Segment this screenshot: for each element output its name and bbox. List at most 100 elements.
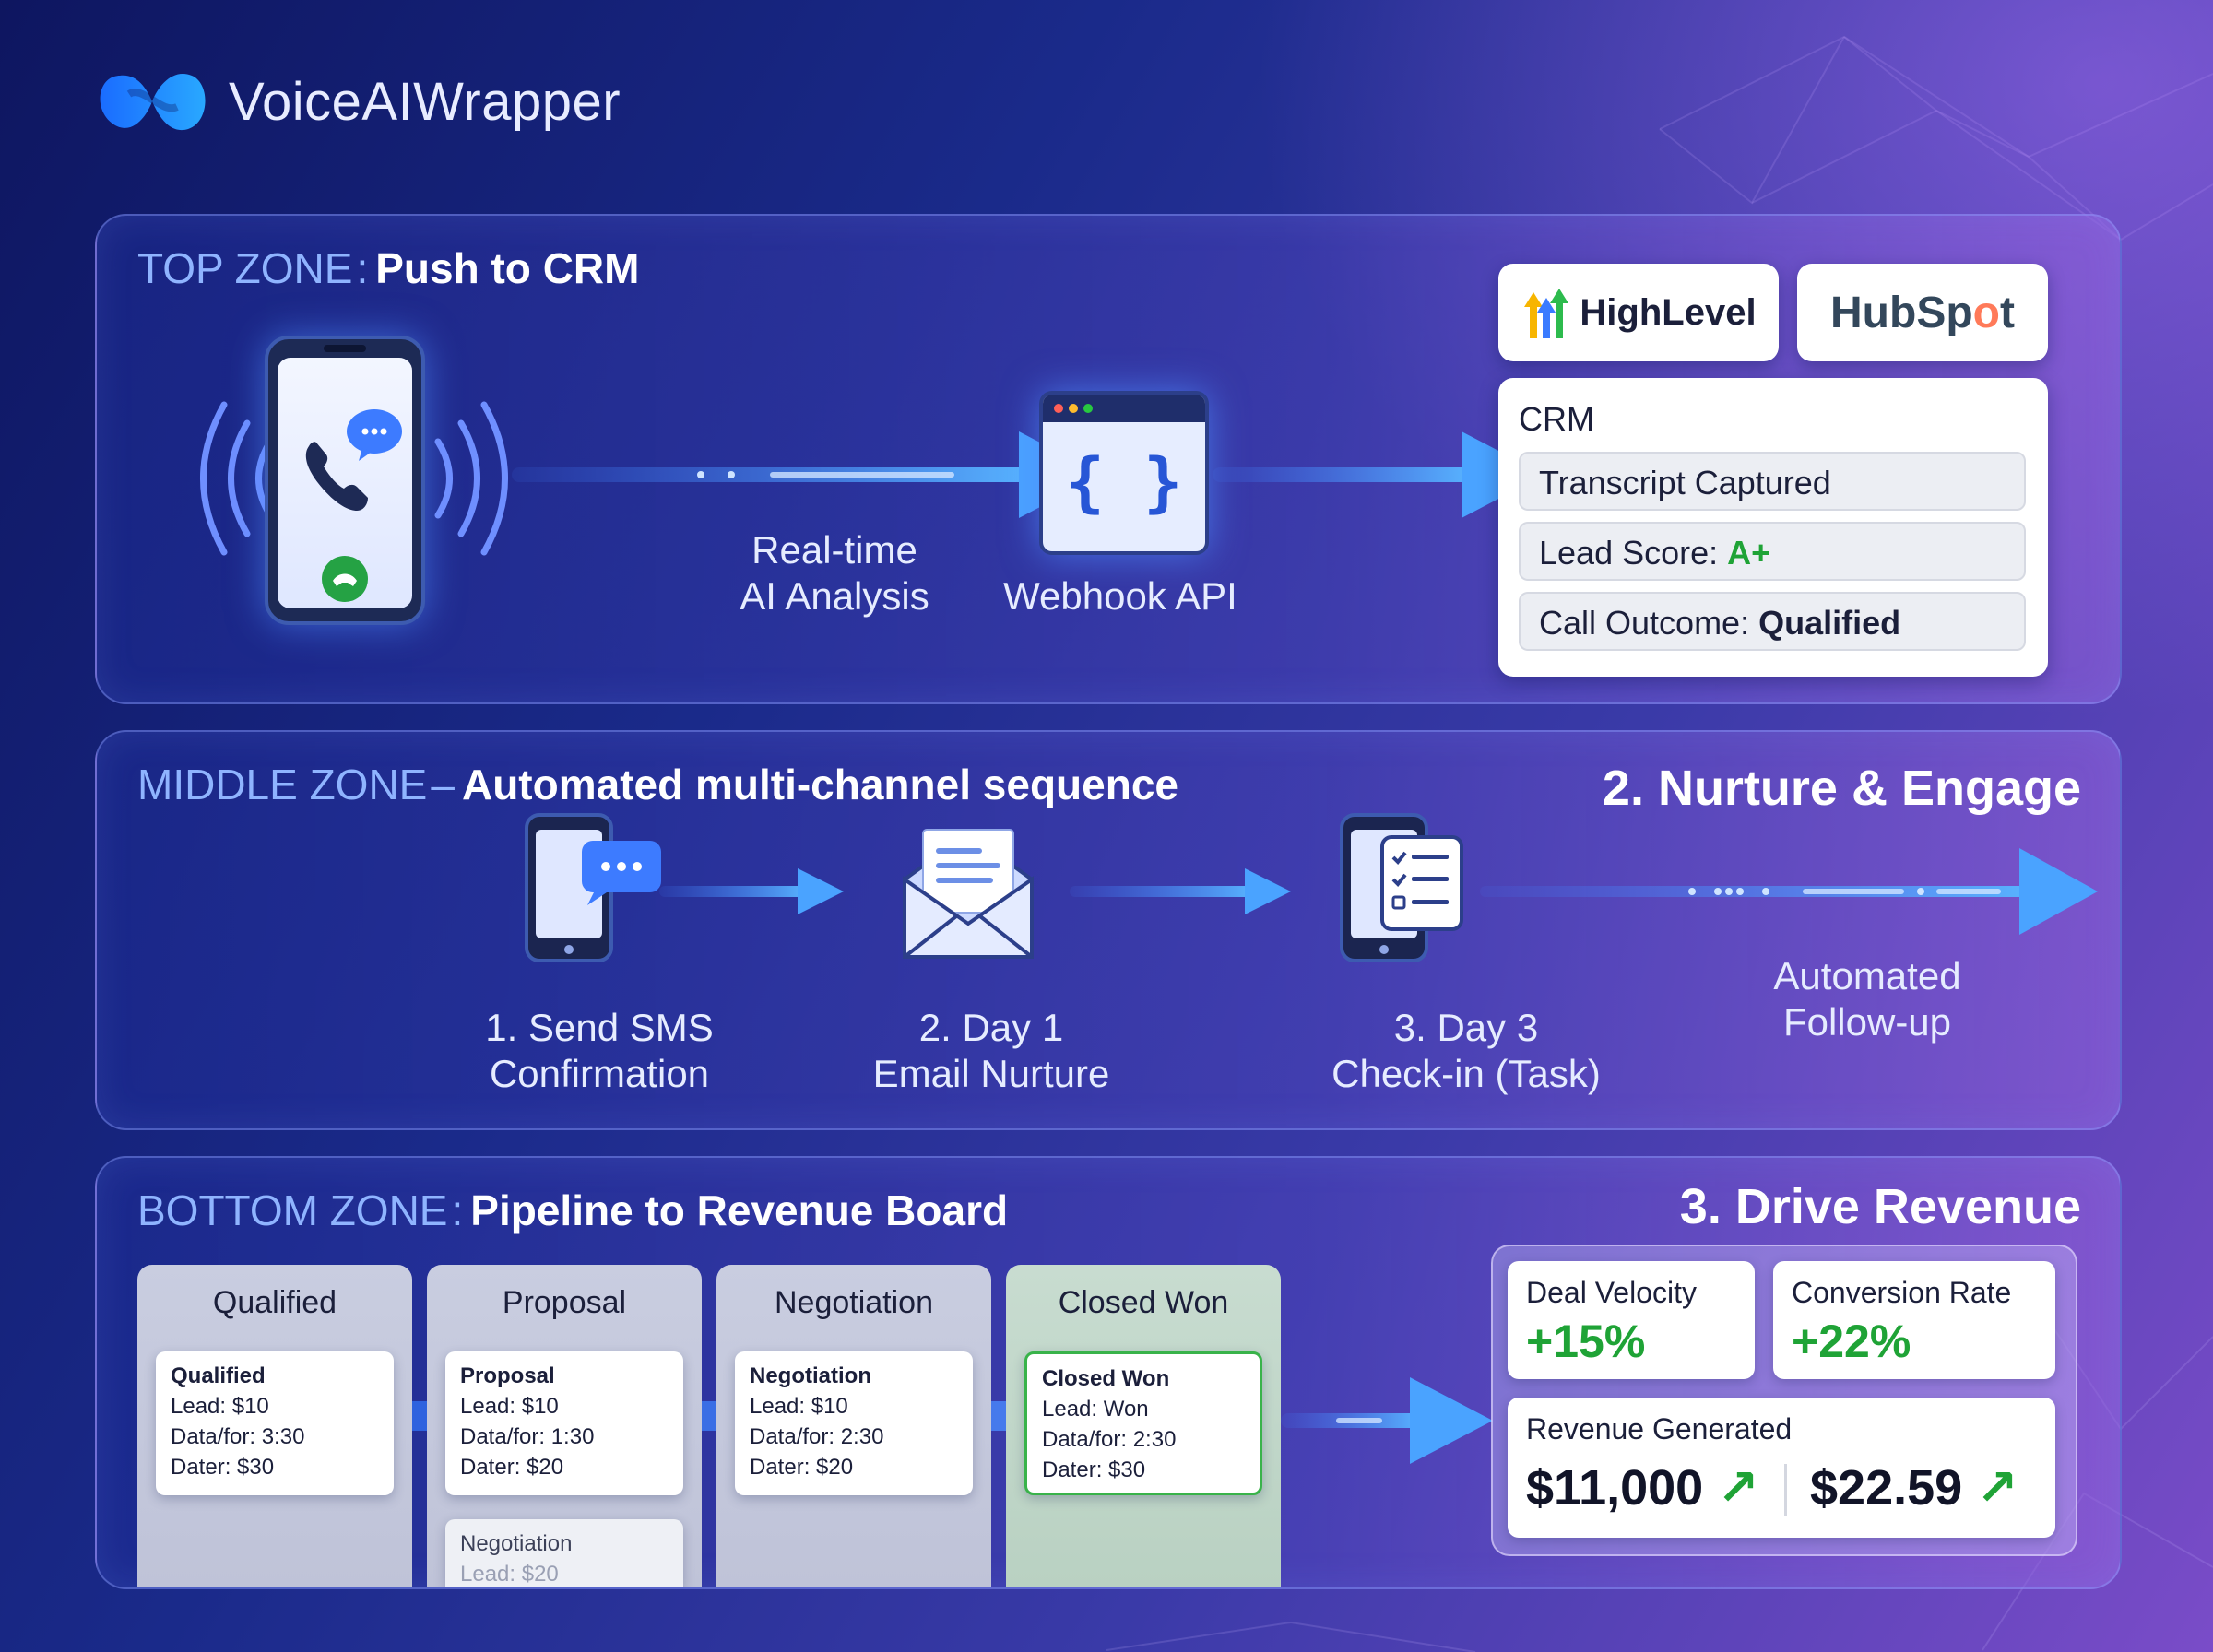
zone-separator: : (451, 1186, 464, 1234)
step-label-email: 2. Day 1 Email Nurture (834, 1005, 1148, 1097)
column-title: Closed Won (1058, 1285, 1229, 1320)
deal-card-line: Lead: $10 (171, 1394, 269, 1419)
bottom-zone-title: BOTTOM ZONE:Pipeline to Revenue Board (137, 1186, 1008, 1235)
deal-card-line: Dater: $30 (171, 1455, 275, 1480)
deal-card[interactable]: Negotiation Lead: $10 Data/for: 2:30 Dat… (735, 1351, 973, 1495)
brand-name: VoiceAIWrapper (229, 71, 621, 132)
trend-up-icon: ↗ (1976, 1460, 2018, 1516)
email-envelope-icon (903, 829, 1034, 959)
caption-line: Email Nurture (872, 1052, 1110, 1095)
caption-line: 1. Send SMS (485, 1006, 714, 1049)
hubspot-part: t (1999, 288, 2015, 337)
column-title: Proposal (502, 1285, 627, 1320)
caption-line: Confirmation (489, 1052, 710, 1095)
hubspot-part: HubSp (1830, 288, 1973, 337)
deal-card[interactable]: Qualified Lead: $10 Data/for: 3:30 Dater… (156, 1351, 394, 1495)
deal-card-line: Data/for: 3:30 (171, 1424, 305, 1449)
highlevel-wordmark: HighLevel (1580, 291, 1757, 333)
phone-screen (278, 358, 412, 608)
deal-card-title: Negotiation (460, 1531, 573, 1556)
trend-up-icon: ↗ (1717, 1460, 1759, 1516)
caption-line: 2. Day 1 (918, 1006, 1064, 1049)
window-dot-icon (1069, 404, 1078, 413)
metric-label: Revenue Generated (1526, 1412, 1793, 1446)
deal-card-line: Dater: $20 (750, 1455, 854, 1480)
sms-phone-icon (525, 813, 661, 962)
middle-zone: MIDDLE ZONE–Automated multi-channel sequ… (95, 730, 2122, 1130)
step-label-task: 3. Day 3 Check-in (Task) (1277, 1005, 1655, 1097)
lead-score-value: A+ (1727, 534, 1771, 572)
deal-card-title: Closed Won (1042, 1366, 1170, 1391)
deal-card-line: Dater: $20 (460, 1455, 564, 1480)
caption-line: Real-time (751, 528, 917, 572)
crm-row-label: Call Outcome: (1539, 604, 1750, 642)
caption-line: Check-in (Task) (1331, 1052, 1601, 1095)
metric-label: Deal Velocity (1526, 1276, 1697, 1309)
revenue-value: $22.59 ↗ (1810, 1458, 2018, 1516)
deal-card-title: Qualified (171, 1363, 266, 1388)
sequence-arrow-2 (1070, 868, 1291, 914)
zone-title-text: Pipeline to Revenue Board (470, 1186, 1009, 1234)
revenue-value: $11,000 ↗ (1526, 1458, 1758, 1516)
revenue-arrow (1281, 1377, 1493, 1464)
deal-card-line: Lead: $10 (460, 1394, 559, 1419)
metric-value: +15% (1526, 1316, 1646, 1367)
zone-tag: BOTTOM ZONE (137, 1186, 448, 1234)
infinity-ribbon-logo-icon (100, 74, 206, 131)
deal-card-line: Dater: $30 (1042, 1457, 1146, 1482)
crm-title: CRM (1519, 400, 1594, 438)
deal-card-line: Data/for: 1:30 (460, 1424, 595, 1449)
deal-card-partial[interactable]: Negotiation Lead: $20 (445, 1519, 683, 1587)
deal-card-line: Lead: Won (1042, 1397, 1149, 1422)
window-dot-icon (1054, 404, 1063, 413)
top-zone-title: TOP ZONE:Push to CRM (137, 243, 639, 293)
flow-arrow-1 (512, 431, 1102, 518)
deal-card[interactable]: Proposal Lead: $10 Data/for: 1:30 Dater:… (445, 1351, 683, 1495)
phone-call-icon (265, 336, 425, 625)
caption-line: Follow-up (1782, 1000, 1952, 1044)
zone-tag: TOP ZONE (137, 244, 353, 292)
deal-card-line: Data/for: 2:30 (1042, 1427, 1177, 1452)
webhook-window-icon: { } (1039, 391, 1209, 555)
crm-row-transcript: Transcript Captured (1519, 452, 2026, 511)
caption-line: 3. Day 3 (1393, 1006, 1539, 1049)
middle-zone-title: MIDDLE ZONE–Automated multi-channel sequ… (137, 760, 1178, 809)
revenue-amount: $11,000 (1526, 1460, 1704, 1516)
caption-line: Automated (1773, 954, 1961, 997)
revenue-metrics-panel: Deal Velocity +15% Conversion Rate +22% … (1491, 1245, 2077, 1556)
flow-arrow-2 (1213, 431, 1544, 518)
crm-panel: CRM Transcript Captured Lead Score: A+ C… (1498, 378, 2048, 677)
top-zone: TOP ZONE:Push to CRM (95, 214, 2122, 704)
caption-line: AI Analysis (740, 574, 929, 618)
highlevel-logo: HighLevel (1498, 264, 1779, 361)
column-title: Negotiation (774, 1285, 933, 1320)
task-checklist-icon (1340, 813, 1463, 962)
highlevel-arrows-icon (1524, 289, 1569, 338)
hubspot-sprocket-icon: o (1972, 288, 2000, 337)
phone-notch (324, 345, 366, 352)
crm-row-label: Lead Score: (1539, 534, 1719, 572)
deal-card-line: Data/for: 2:30 (750, 1424, 884, 1449)
code-braces-icon: { } (1065, 444, 1183, 520)
call-outcome-value: Qualified (1758, 604, 1901, 642)
call-handset-icon (305, 409, 402, 602)
zone-separator: : (356, 244, 369, 292)
metric-label: Conversion Rate (1792, 1276, 2012, 1309)
step-label-webhook: Webhook API (1003, 574, 1237, 618)
deal-card[interactable]: Closed Won Lead: Won Data/for: 2:30 Date… (1024, 1351, 1262, 1495)
deal-card-title: Negotiation (750, 1363, 871, 1388)
zone-title-text: Automated multi-channel sequence (461, 761, 1178, 808)
revenue-generated-card: Revenue Generated $11,000 ↗ $22.59 ↗ (1508, 1398, 2055, 1538)
window-titlebar (1043, 395, 1205, 422)
zone-title-text: Push to CRM (375, 244, 640, 292)
step-label-analysis: Real-time AI Analysis (632, 527, 1037, 620)
followup-label: Automated Follow-up (1664, 953, 2070, 1045)
signal-waves-right-icon (434, 401, 508, 556)
deal-card-line: Lead: $10 (750, 1394, 848, 1419)
bottom-zone: BOTTOM ZONE:Pipeline to Revenue Board 3.… (95, 1156, 2122, 1589)
pipeline-column-closed-won: Closed Won Closed Won Lead: Won Data/for… (1006, 1265, 1281, 1587)
nurture-heading: 2. Nurture & Engage (1602, 761, 2081, 816)
revenue-amount: $22.59 (1810, 1460, 1963, 1516)
crm-row-lead-score: Lead Score: A+ (1519, 522, 2026, 581)
deal-card-title: Proposal (460, 1363, 555, 1388)
